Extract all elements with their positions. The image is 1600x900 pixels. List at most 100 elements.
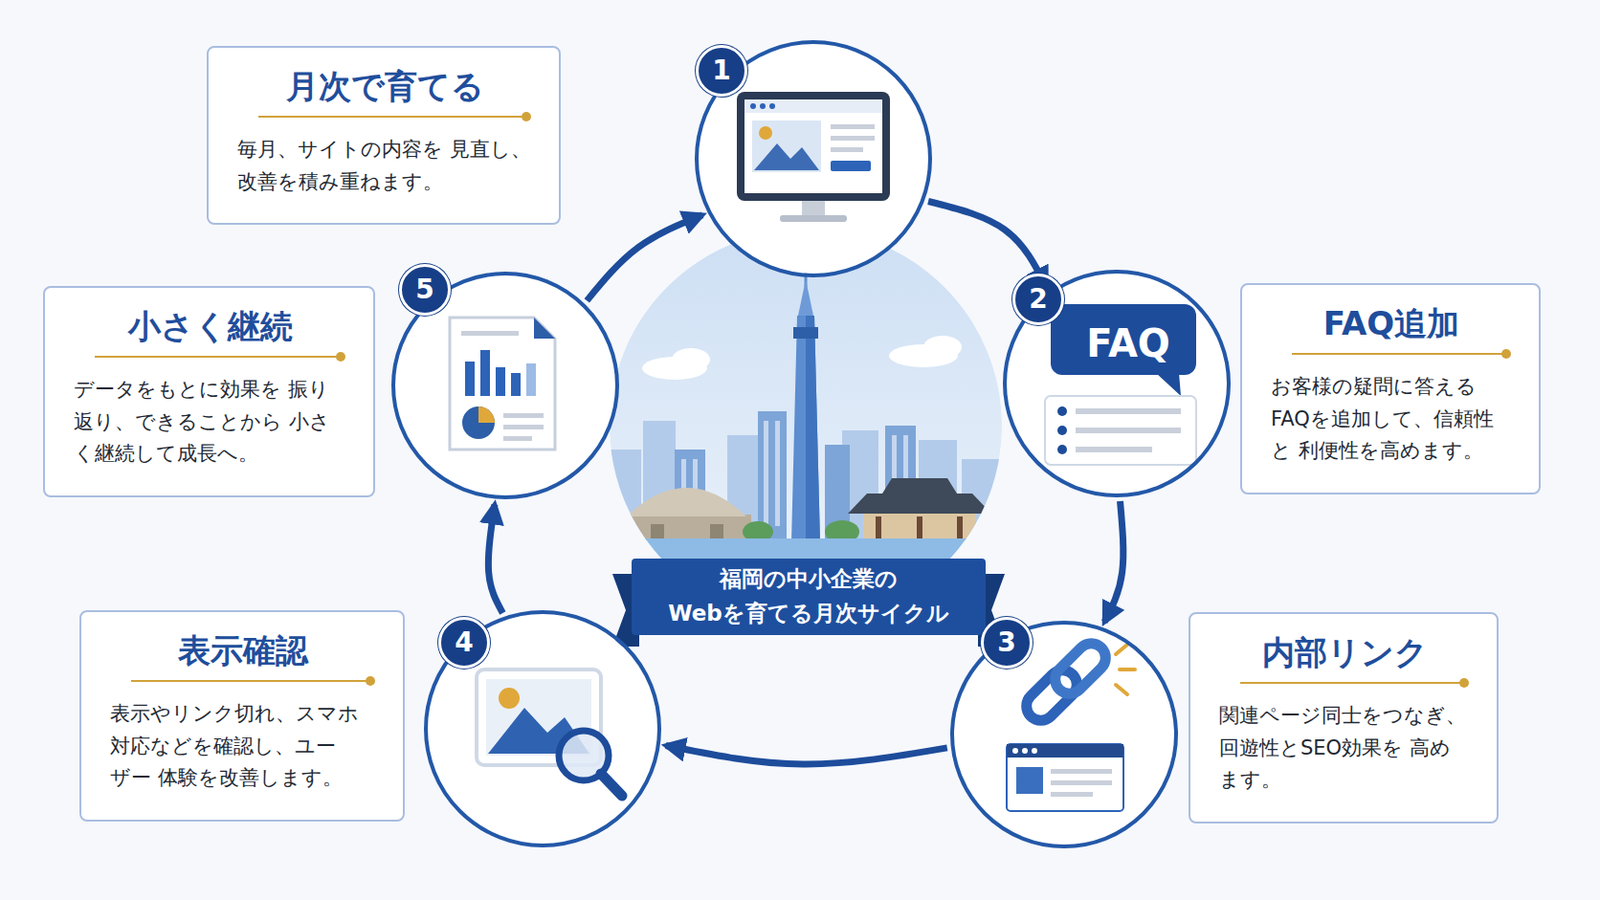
report-icon (449, 317, 556, 450)
illustration-part (710, 524, 724, 541)
illustration-part (462, 406, 495, 440)
illustration-part (1006, 273, 1227, 494)
illustration-part (478, 406, 495, 423)
illustration-part (521, 111, 532, 122)
illustration-part (1075, 408, 1181, 415)
illustration-part (526, 363, 536, 397)
illustration-part (1501, 349, 1512, 359)
illustration-part (923, 335, 962, 359)
illustration-part (1057, 425, 1067, 436)
illustration-part (916, 516, 923, 540)
illustration-part (533, 317, 556, 339)
cycle-arrow (1104, 501, 1124, 623)
illustration-part (1050, 304, 1197, 376)
illustration-part (757, 411, 787, 541)
card-body: データをもとに効果を 振り返り、できることから 小さく継続して成長へ。 (73, 374, 347, 471)
step-number: 4 (438, 617, 490, 669)
illustration-part (1115, 644, 1135, 695)
heading-rule (1219, 677, 1470, 689)
illustration-part (650, 524, 724, 541)
illustration-part (830, 135, 875, 141)
illustration-part (1075, 446, 1153, 453)
card-heading: 表示確認 (110, 629, 377, 672)
card-heading: 小さく継続 (73, 305, 347, 348)
illustration-part (1050, 780, 1112, 786)
illustration-part (759, 103, 766, 110)
illustration-part (1115, 685, 1128, 695)
illustration-part (956, 516, 963, 540)
step-circle: 1 (694, 40, 933, 278)
step-circle: 5 (391, 271, 620, 500)
illustration-part (1048, 637, 1112, 700)
step-card: FAQ追加お客様の疑問に答える FAQを追加して、信頼性と 利便性を高めます。 (1240, 283, 1541, 495)
step-circle: 3 (950, 621, 1178, 849)
illustration-part (465, 350, 521, 397)
step-number: 3 (980, 617, 1033, 669)
step-number: 5 (399, 264, 451, 316)
illustration-part (449, 317, 556, 450)
illustration-part (1459, 678, 1469, 689)
illustration-part (258, 115, 527, 118)
illustration-part (1075, 427, 1181, 434)
illustration-part (365, 676, 376, 687)
illustration-part (830, 124, 875, 130)
illustration-part (1012, 748, 1019, 755)
step-card: 月次で育てる毎月、サイトの内容を 見直し、改善を積み重ねます。 (206, 45, 561, 225)
illustration-part (498, 688, 520, 710)
illustration-part (763, 421, 769, 527)
illustration-part (503, 436, 533, 442)
illustration-part (1050, 769, 1112, 775)
step-card: 小さく継続データをもとに効果を 振り返り、できることから 小さく継続して成長へ。 (43, 286, 376, 498)
step-card: 表示確認表示やリンク切れ、スマホ 対応などを確認し、ユーザー 体験を改善します。 (79, 610, 405, 823)
illustration-part (744, 99, 883, 194)
icon-label: FAQ (1086, 321, 1171, 366)
card-heading: FAQ追加 (1270, 302, 1512, 345)
illustration-part (1115, 644, 1128, 655)
illustration-part (801, 200, 825, 217)
illustration-part (1291, 353, 1507, 356)
illustration-part (1031, 748, 1038, 755)
illustration-part (1119, 667, 1135, 672)
illustration-part (495, 367, 506, 397)
illustration-part (736, 91, 890, 201)
illustration-part (600, 774, 623, 797)
illustration-part (875, 516, 963, 540)
illustration-part (465, 361, 475, 397)
illustration-part (758, 126, 773, 140)
step-circle: 4 (423, 610, 662, 848)
illustration-part (830, 160, 871, 172)
illustration-part (882, 478, 957, 494)
illustration-part (1006, 744, 1124, 812)
link-icon (1006, 637, 1135, 812)
heading-rule (110, 675, 377, 688)
illustration-part (744, 99, 883, 113)
step-number: 1 (695, 44, 748, 97)
step-circle: 2FAQ (1002, 269, 1231, 498)
illustration-part (595, 520, 630, 544)
cycle-arrow (488, 505, 503, 614)
illustration-part (750, 103, 756, 110)
illustration-part (805, 315, 821, 543)
illustration-part (511, 373, 521, 397)
card-body: 毎月、サイトの内容を 見直し、改善を積み重ねます。 (237, 133, 533, 199)
illustration-part (427, 614, 658, 845)
card-body: 関連ページ同士をつなぎ、 回遊性とSEO効果を 高めます。 (1219, 700, 1470, 798)
illustration-part (769, 103, 776, 110)
illustration-part (752, 120, 822, 173)
illustration-part (650, 524, 665, 541)
illustration-part (830, 147, 864, 153)
illustration-part (1016, 767, 1044, 795)
illustration-part (503, 413, 544, 419)
heading-rule (237, 111, 533, 123)
illustration-part (1044, 396, 1197, 466)
illustration-part (622, 514, 752, 541)
illustration-part (131, 680, 371, 683)
banner-title: 福岡の中小企業の Webを育てる月次サイクル (643, 562, 975, 631)
card-heading: 内部リンク (1219, 631, 1470, 674)
illustration-part (1057, 406, 1067, 417)
illustration-part (798, 279, 814, 316)
image-check-icon (476, 669, 623, 797)
card-heading: 月次で育てる (237, 65, 533, 108)
illustration-part (1006, 744, 1124, 758)
